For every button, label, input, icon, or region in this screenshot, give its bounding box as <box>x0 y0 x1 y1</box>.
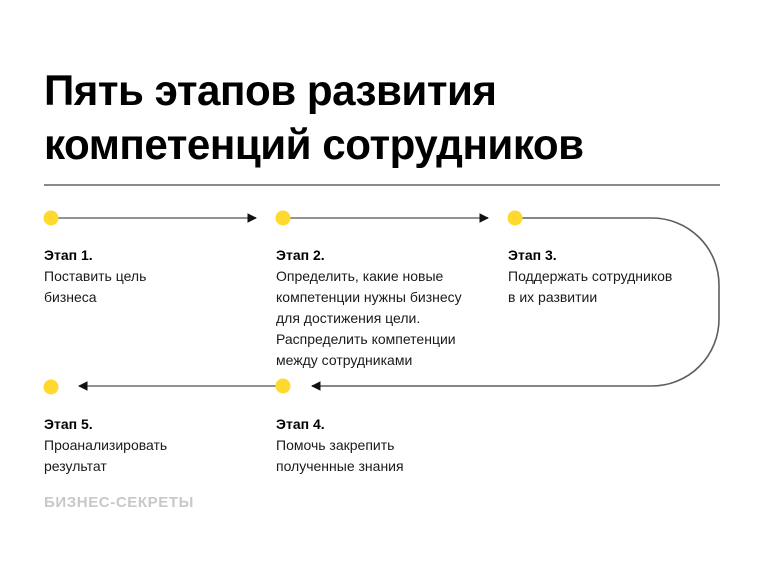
brand-logo: БИЗНЕС-СЕКРЕТЫ <box>44 494 194 511</box>
title-line-1: Пять этапов развития <box>44 67 497 115</box>
step-text: Помочь закрепить полученные знания <box>276 437 404 474</box>
step-text: Поставить цель бизнеса <box>44 268 147 305</box>
arrow-3-to-4 <box>311 217 720 391</box>
step-3: Этап 3. Поддержать сотрудников в их разв… <box>508 245 672 308</box>
step-5: Этап 5. Проанализировать результат <box>44 414 167 477</box>
divider <box>44 184 720 186</box>
step-5-dot <box>43 379 59 395</box>
step-label: Этап 3. <box>508 247 557 263</box>
title-line-2: компетенций сотрудников <box>44 121 584 169</box>
step-2-dot <box>275 210 291 226</box>
step-2: Этап 2. Определить, какие новые компетен… <box>276 245 462 371</box>
step-text: Определить, какие новые компетенции нужн… <box>276 268 462 368</box>
step-4-dot <box>275 378 291 394</box>
step-label: Этап 2. <box>276 247 325 263</box>
step-3-dot <box>507 210 523 226</box>
step-1-dot <box>43 210 59 226</box>
step-text: Проанализировать результат <box>44 437 168 474</box>
step-text: Поддержать сотрудников в их развитии <box>508 268 673 305</box>
step-1: Этап 1. Поставить цель бизнеса <box>44 245 146 308</box>
step-label: Этап 4. <box>276 416 325 432</box>
step-4: Этап 4. Помочь закрепить полученные знан… <box>276 414 404 477</box>
step-label: Этап 1. <box>44 247 93 263</box>
page-title: Пять этапов развития компетенций сотрудн… <box>44 64 584 172</box>
step-label: Этап 5. <box>44 416 93 432</box>
